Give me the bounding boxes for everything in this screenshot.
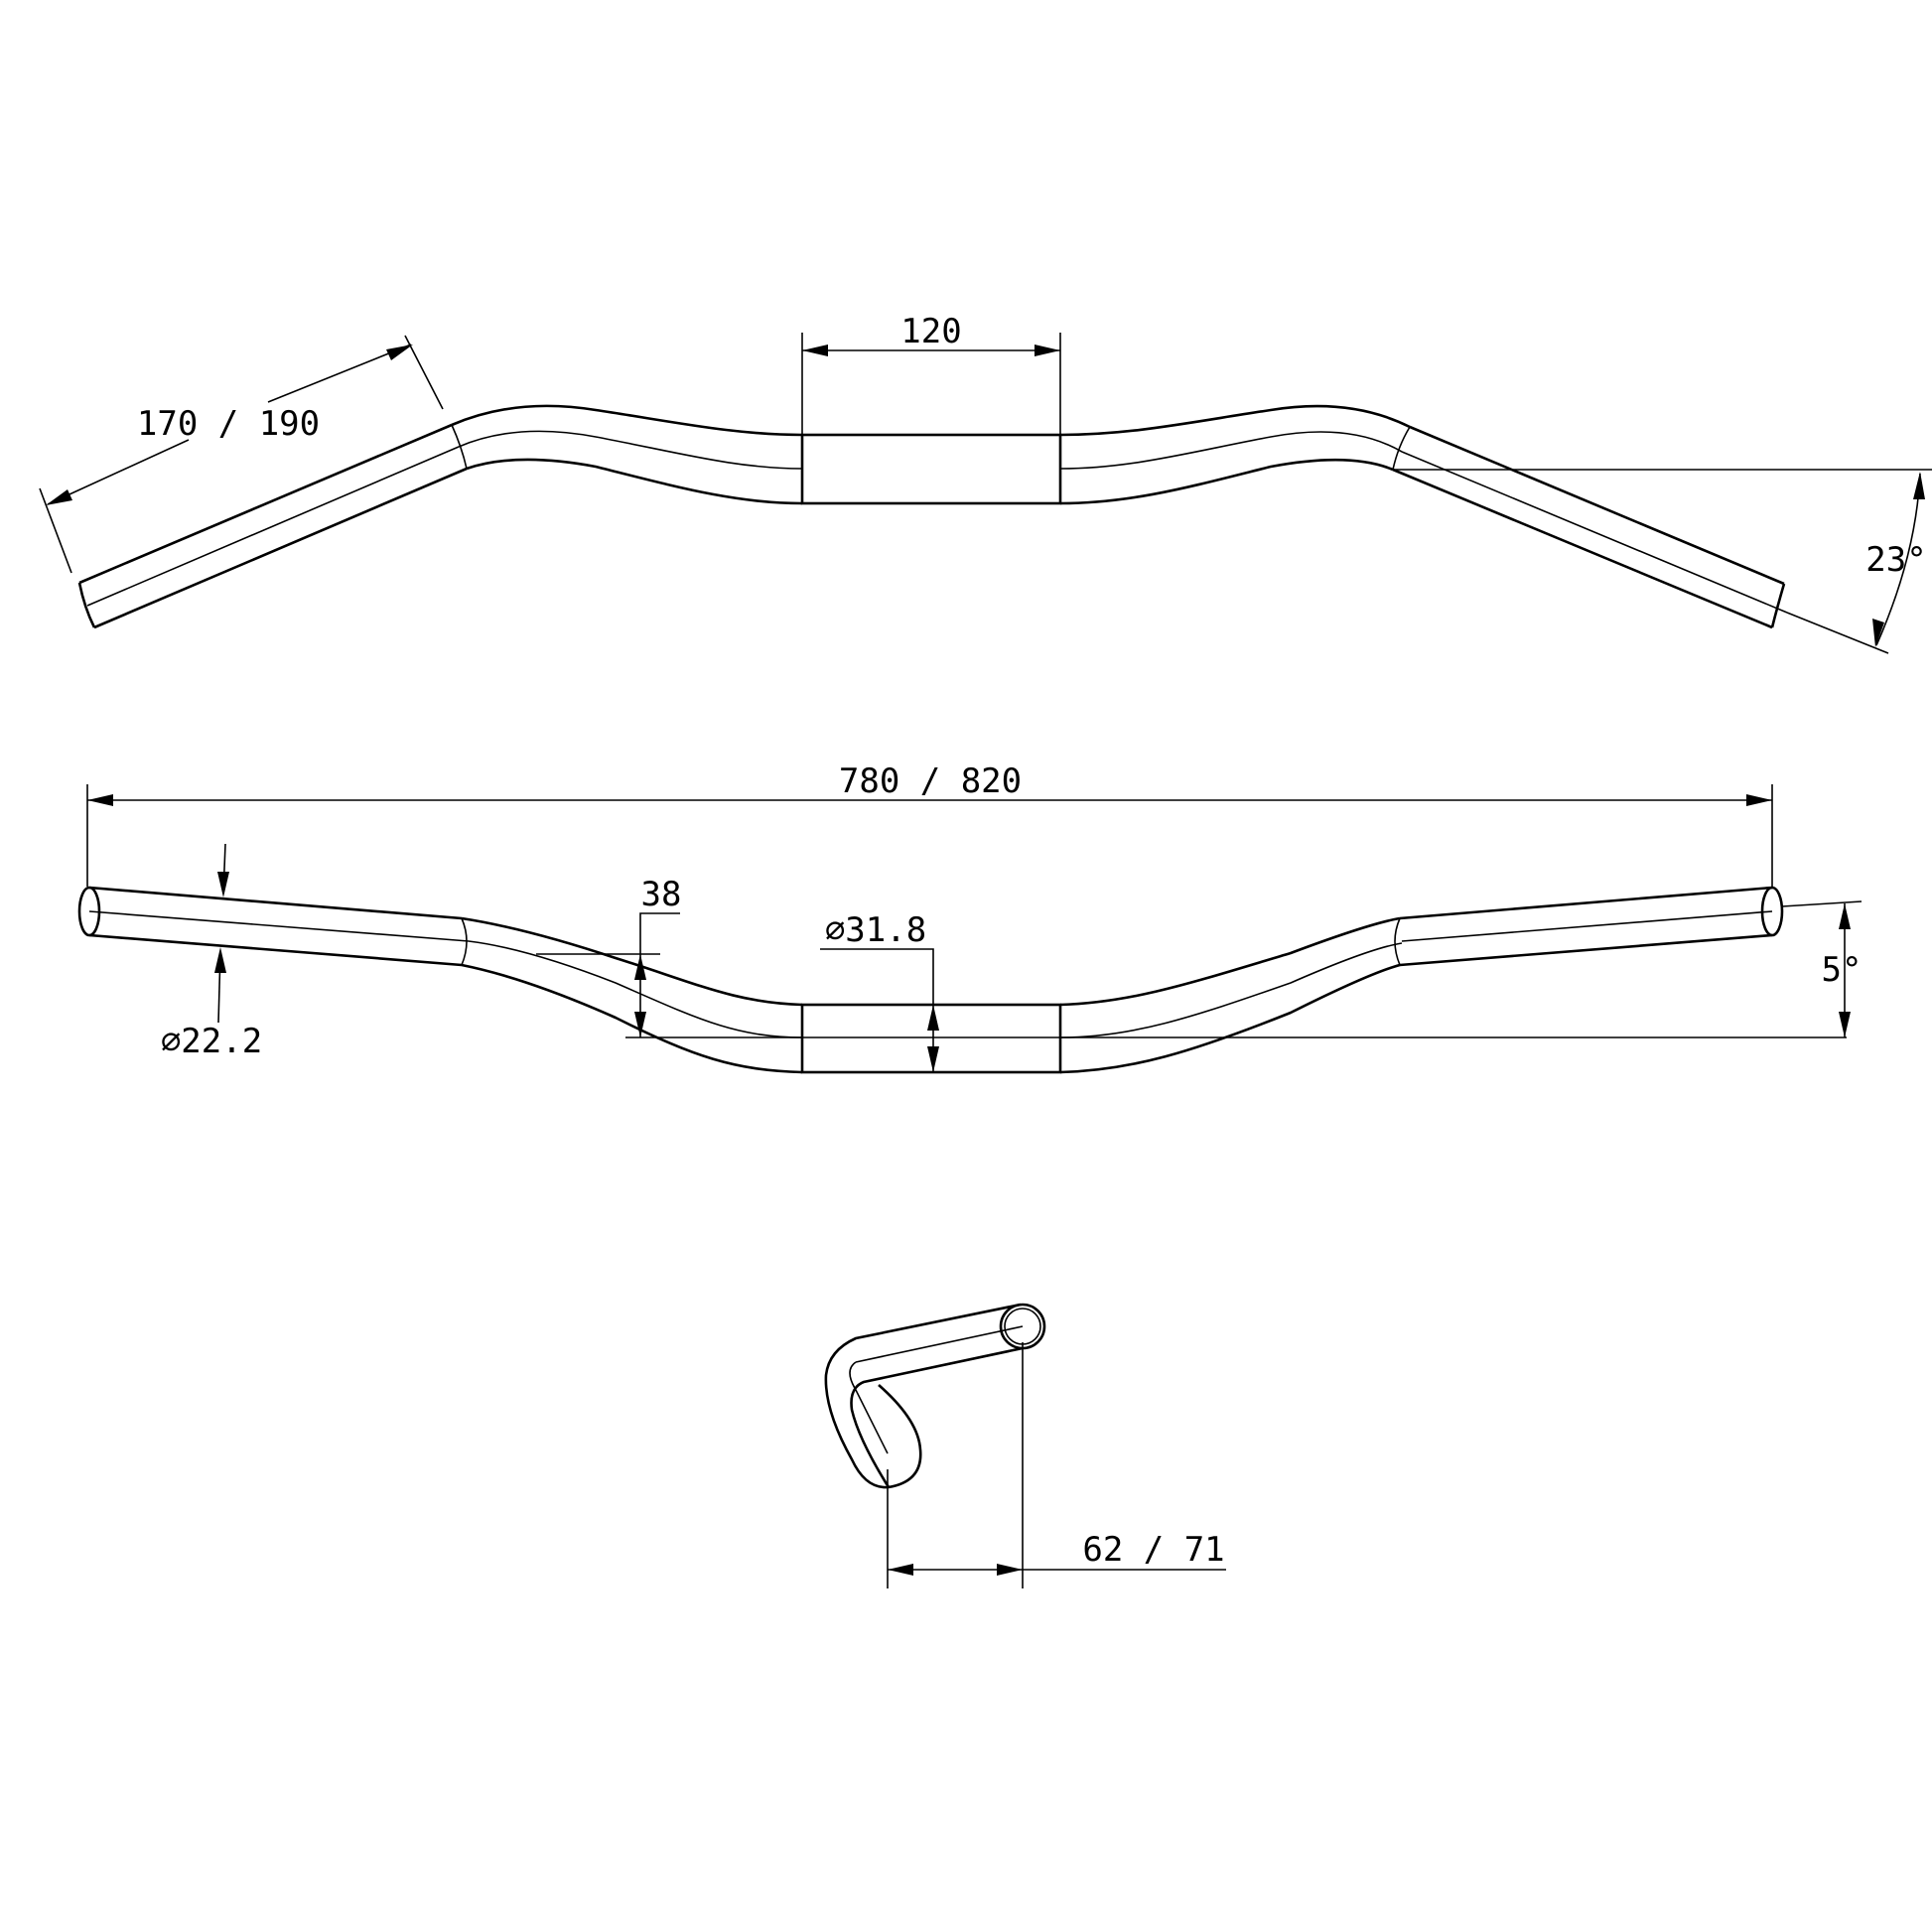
dim-grip-diameter-label: ⌀22.2 [161, 1022, 262, 1061]
dim-780-820-label: 780 / 820 [839, 761, 1022, 801]
side-view [824, 1303, 1226, 1588]
dim-clamp-diameter-label: ⌀31.8 [825, 910, 926, 950]
front-view [77, 784, 1863, 1074]
dim-120-label: 120 [900, 312, 961, 351]
dim-38-label: 38 [641, 875, 682, 914]
dim-23deg-label: 23° [1865, 540, 1926, 580]
dim-170-190-label: 170 / 190 [137, 404, 320, 444]
dim-62-71-label: 62 / 71 [1082, 1530, 1224, 1570]
dim-5deg-label: 5° [1822, 950, 1863, 990]
top-view [39, 333, 1932, 654]
